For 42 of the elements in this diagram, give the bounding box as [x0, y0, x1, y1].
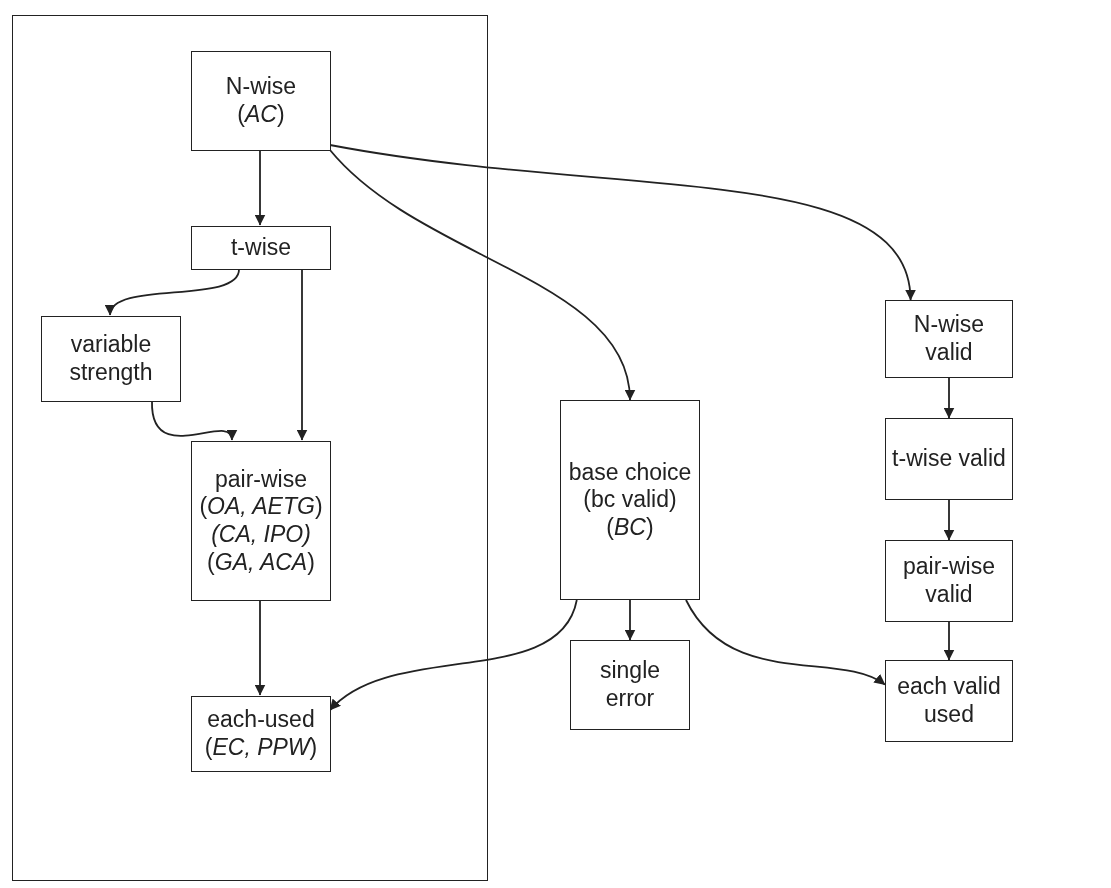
arrow [329, 144, 915, 301]
arrow [685, 599, 886, 686]
process-box [41, 316, 181, 402]
node-text: (CA, IPO) [210, 521, 312, 549]
node-text: t-wise valid [891, 445, 1007, 473]
process-box [885, 540, 1013, 622]
arrow [296, 268, 308, 441]
group-frame [12, 15, 488, 881]
arrow [943, 377, 955, 419]
arrow [254, 599, 266, 696]
node-text: N-wise [224, 73, 298, 101]
node-text: (GA, ACA) [206, 548, 316, 577]
process-box [570, 640, 690, 730]
arrow [108, 268, 240, 316]
arrow [943, 499, 955, 541]
arrow [329, 599, 578, 712]
node-text: (BC) [605, 513, 655, 542]
node-text: single error [598, 657, 662, 713]
process-box [885, 660, 1013, 742]
process-box [885, 418, 1013, 500]
arrow [151, 400, 235, 441]
node-text: (EC, PPW) [203, 734, 319, 762]
node-text: pair-wise [214, 465, 308, 494]
process-box [191, 51, 331, 151]
process-box [191, 226, 331, 270]
node-text: (OA, AETG) [198, 493, 324, 521]
arrow [254, 149, 266, 226]
node-text: t-wise [229, 234, 293, 262]
arrow [943, 621, 955, 661]
node-text: each-used [206, 706, 316, 734]
process-box [560, 400, 700, 600]
arrow [329, 149, 634, 401]
node-text: pair-wise valid [902, 553, 996, 609]
node-text: variable strength [68, 331, 154, 387]
node-text: (AC) [236, 101, 286, 129]
node-text: N-wise valid [912, 311, 986, 367]
node-text: each valid used [896, 673, 1002, 729]
arrow [624, 599, 636, 641]
process-box [191, 696, 331, 772]
node-text: base choice (bc valid) [567, 458, 693, 514]
process-box [191, 441, 331, 601]
process-box [885, 300, 1013, 378]
